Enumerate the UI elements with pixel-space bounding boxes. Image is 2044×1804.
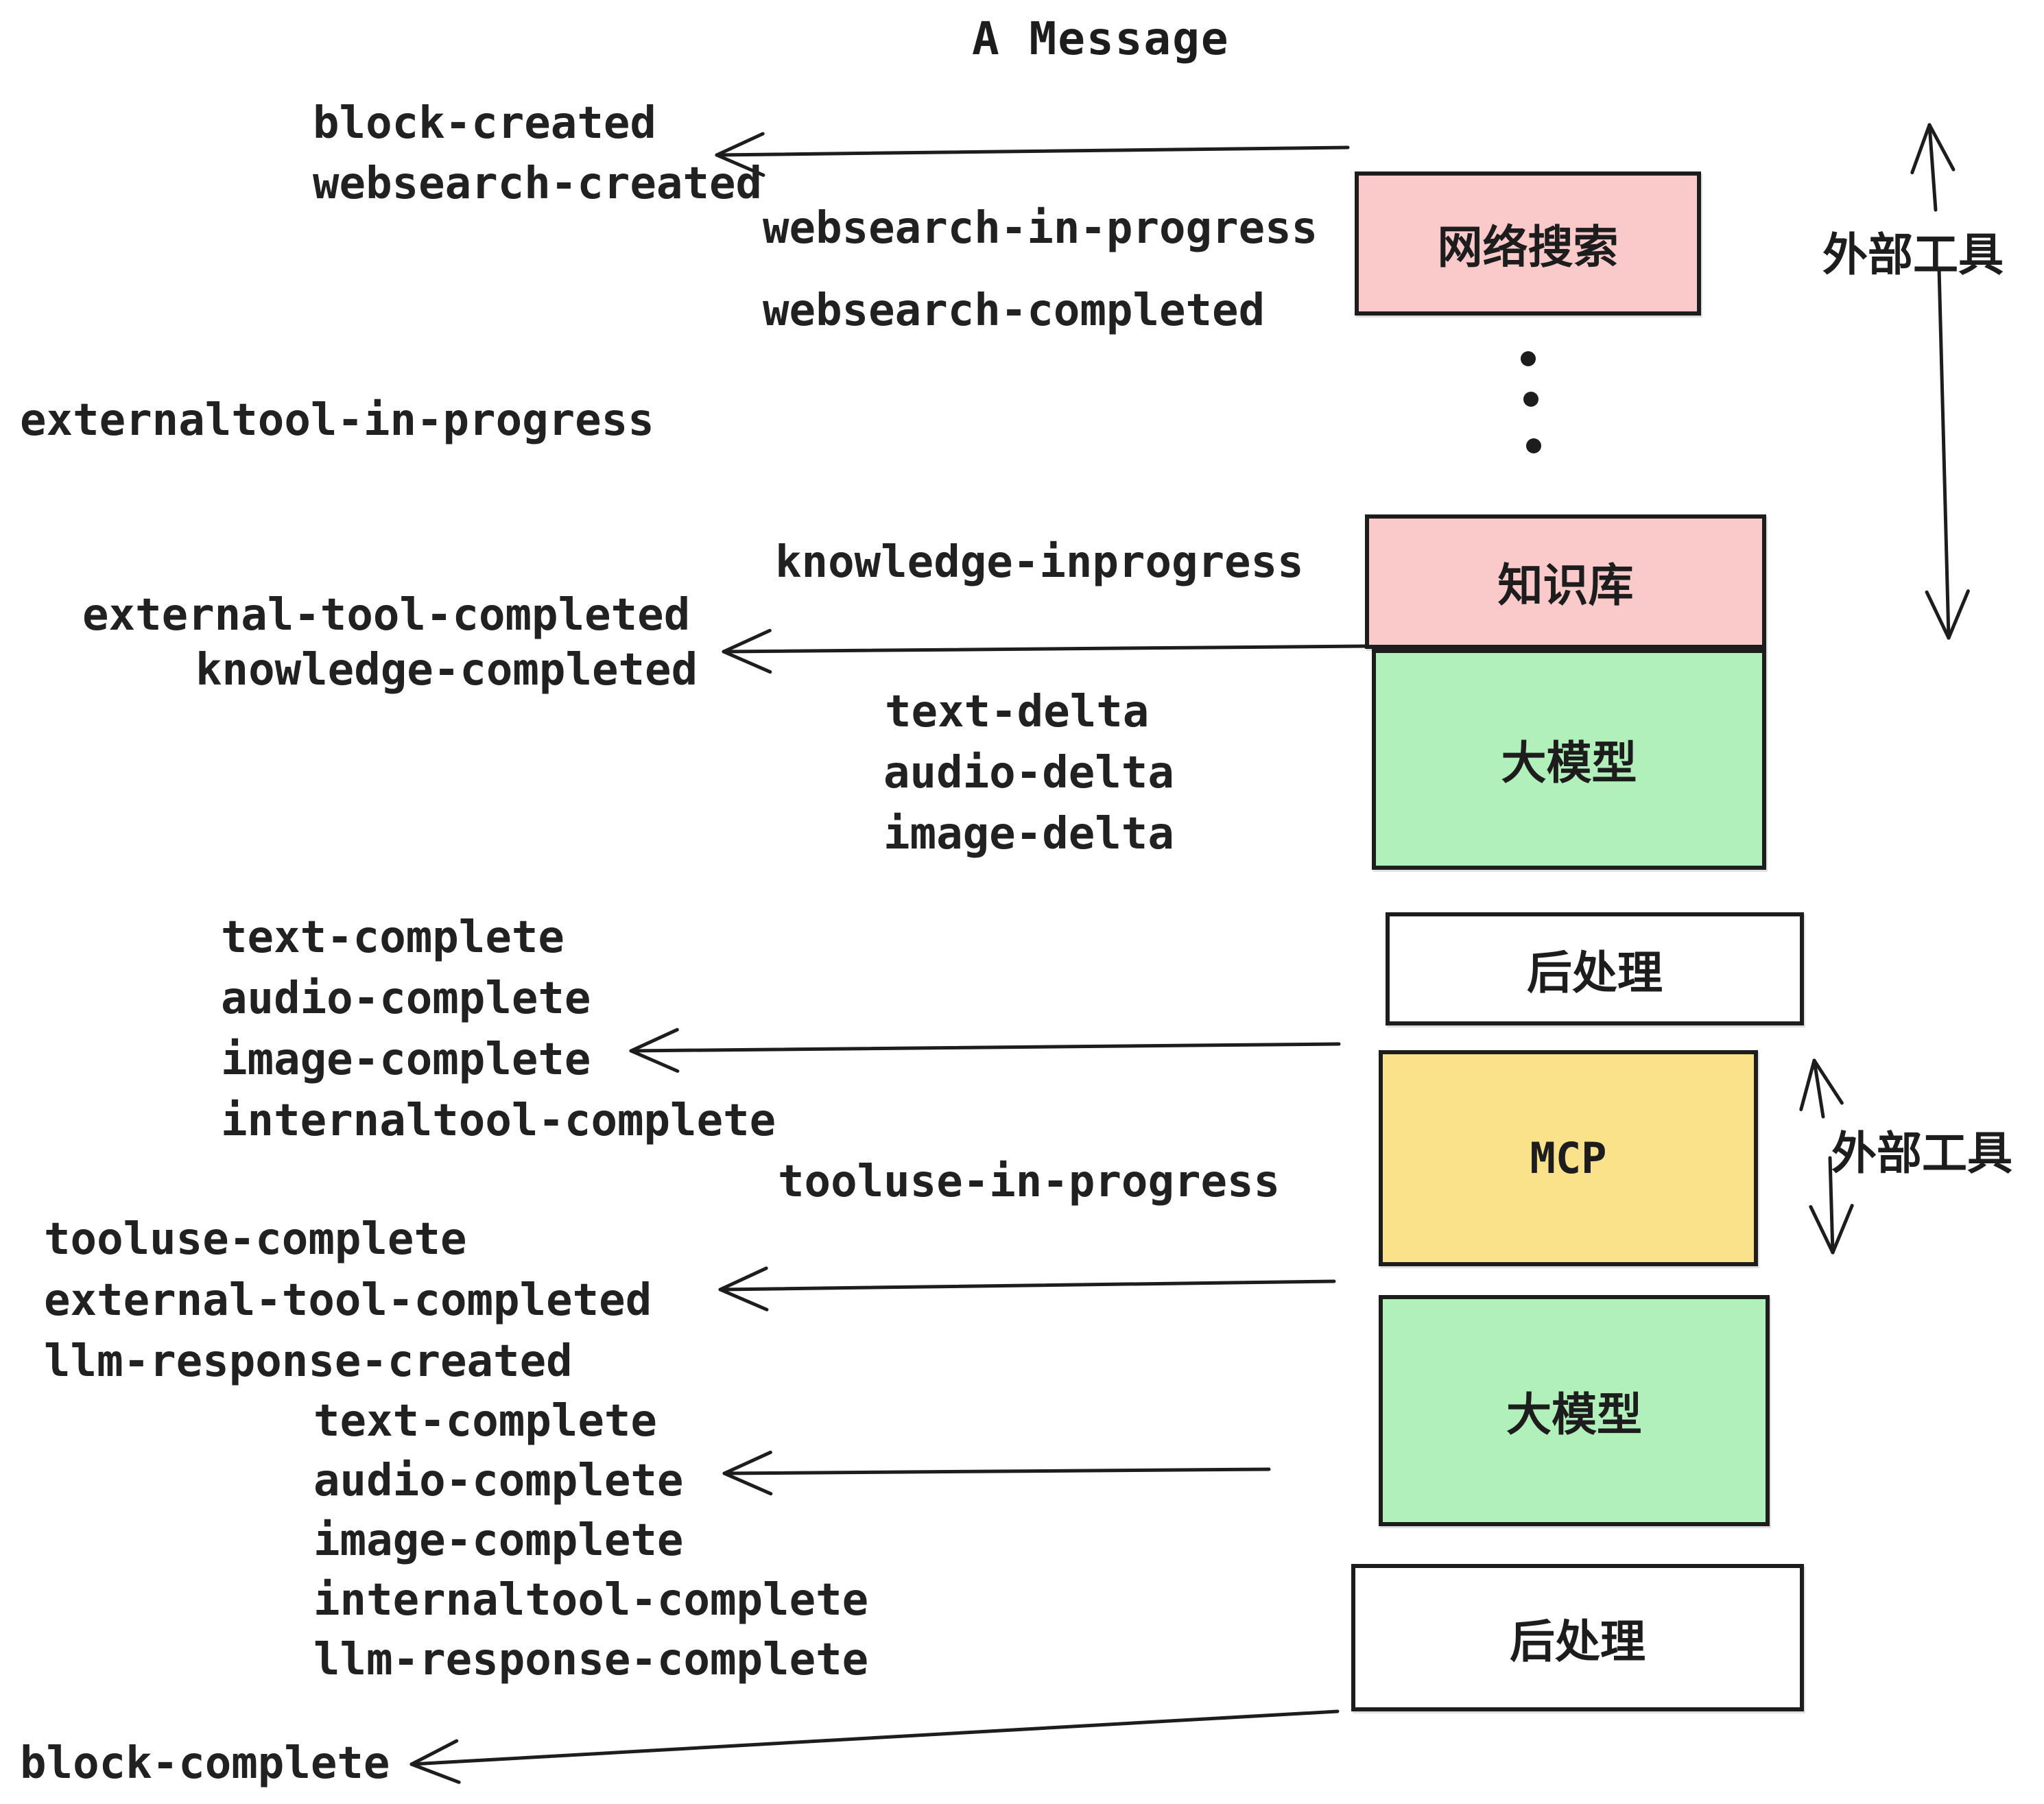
arrow-line-arrow-external-tool-completed	[718, 1279, 1336, 1292]
event-label-llm-response-created: llm-response-created	[44, 1336, 573, 1387]
stage-box-label-post-process-2: 后处理	[1510, 1615, 1645, 1667]
stage-box-label-web-search: 网络搜索	[1437, 222, 1619, 272]
arrow-line-arrow-knowledge-completed	[722, 644, 1368, 654]
event-label-image-delta-1: image-delta	[883, 809, 1174, 859]
event-label-text-complete-2: text-complete	[313, 1396, 657, 1447]
ellipsis-dot-1	[1521, 351, 1536, 366]
arrowhead-arrow-knowledge-completed-start	[722, 628, 772, 674]
stage-box-label-llm-2: 大模型	[1506, 1388, 1642, 1440]
arrow-line-arrow-external-tools-2-up	[1812, 1058, 1825, 1119]
arrow-line-arrow-block-complete	[409, 1709, 1340, 1766]
event-label-internaltool-complete-2: internaltool-complete	[313, 1575, 869, 1626]
arrowhead-arrow-external-tools-2-up-end	[1799, 1058, 1844, 1111]
stage-box-post-process-2: 后处理	[1351, 1564, 1804, 1711]
arrowhead-arrow-external-tools-1-up-end	[1910, 123, 1956, 175]
event-label-external-tool-completed-1: external-tool-completed	[82, 590, 691, 641]
arrowhead-arrow-block-complete-start	[409, 1739, 461, 1784]
arrowhead-arrow-audio-complete-start	[722, 1450, 773, 1496]
event-label-knowledge-completed: knowledge-completed	[195, 645, 698, 696]
event-label-text-delta-1: text-delta	[885, 687, 1150, 737]
stage-box-post-process-1: 后处理	[1386, 912, 1804, 1025]
event-label-tooluse-in-progress: tooluse-in-progress	[778, 1156, 1281, 1207]
event-label-block-complete: block-complete	[20, 1738, 390, 1789]
arrowhead-arrow-external-tools-1-down-end	[1925, 589, 1970, 640]
arrow-line-arrow-audio-complete	[722, 1467, 1271, 1475]
arrowhead-arrow-external-tools-2-down-end	[1809, 1204, 1854, 1255]
event-label-externaltool-in-progress: externaltool-in-progress	[20, 395, 654, 446]
event-label-websearch-in-progress: websearch-in-progress	[763, 203, 1318, 254]
diagram-title: A Message	[972, 12, 1230, 65]
ellipsis-dot-2	[1523, 392, 1538, 407]
event-label-websearch-completed: websearch-completed	[763, 285, 1265, 336]
stage-box-label-llm-1: 大模型	[1501, 737, 1637, 788]
arrowhead-arrow-image-complete-start	[629, 1028, 680, 1073]
event-label-audio-complete-2: audio-complete	[313, 1456, 684, 1506]
stage-box-llm-2: 大模型	[1379, 1295, 1770, 1526]
arrow-line-arrow-external-tools-1-up	[1927, 123, 1938, 212]
stage-box-web-search: 网络搜索	[1355, 171, 1701, 316]
stage-box-mcp: MCP	[1379, 1050, 1758, 1266]
stage-box-knowledge-base: 知识库	[1365, 514, 1766, 649]
arrow-line-arrow-external-tools-1-down	[1937, 267, 1951, 640]
event-label-block-created: block-created	[313, 98, 656, 149]
event-label-audio-complete-1: audio-complete	[221, 973, 591, 1024]
event-label-knowledge-inprogress: knowledge-inprogress	[775, 537, 1304, 588]
event-label-internaltool-complete-1: internaltool-complete	[221, 1095, 776, 1146]
stage-box-label-post-process-1: 后处理	[1527, 947, 1663, 998]
event-label-image-complete-2: image-complete	[313, 1515, 684, 1566]
stage-box-label-mcp: MCP	[1530, 1133, 1607, 1183]
side-label-external-tools-2: 外部工具	[1831, 1128, 2012, 1178]
event-label-text-complete-1: text-complete	[221, 912, 565, 963]
event-label-image-complete-1: image-complete	[221, 1034, 591, 1085]
ellipsis-dot-3	[1526, 438, 1541, 453]
arrowhead-arrow-external-tool-completed-start	[718, 1266, 769, 1312]
event-label-tooluse-complete: tooluse-complete	[44, 1214, 467, 1265]
side-label-external-tools-1: 外部工具	[1822, 229, 2004, 280]
event-label-external-tool-completed-2: external-tool-completed	[44, 1275, 652, 1326]
event-label-websearch-created: websearch-created	[313, 158, 763, 209]
arrow-line-arrow-block-created	[715, 145, 1350, 157]
event-label-audio-delta-1: audio-delta	[883, 748, 1174, 798]
stage-box-llm-1: 大模型	[1372, 649, 1766, 870]
stage-box-label-knowledge-base: 知识库	[1497, 560, 1634, 610]
event-label-llm-response-complete: llm-response-complete	[313, 1635, 869, 1685]
arrow-line-arrow-image-complete	[629, 1042, 1341, 1053]
